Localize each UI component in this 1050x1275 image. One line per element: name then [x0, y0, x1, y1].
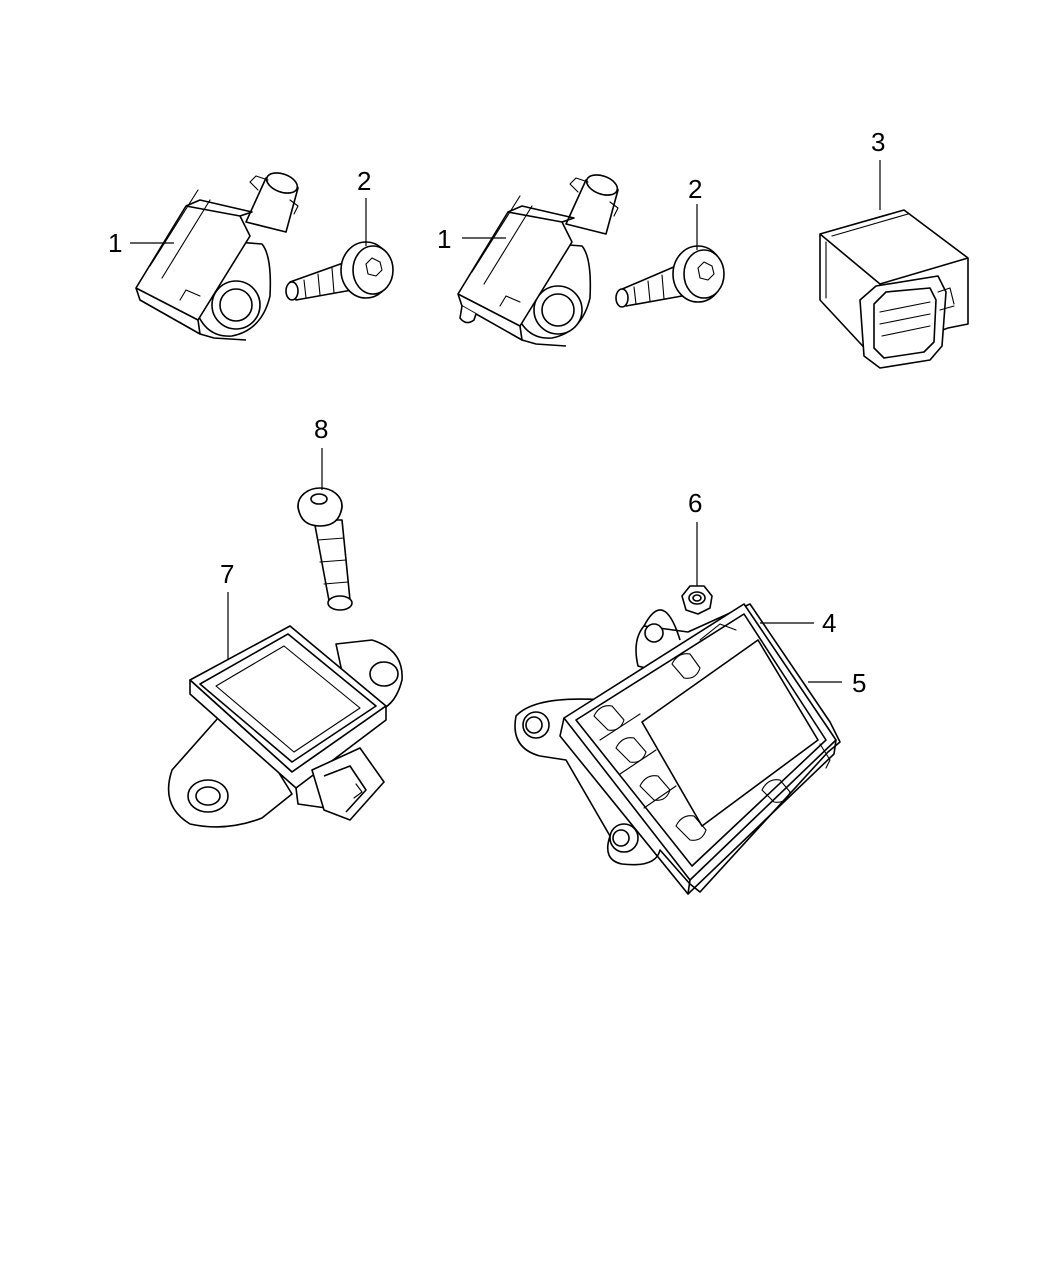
leader-lines	[130, 160, 881, 683]
nut-6	[681, 585, 713, 615]
callout-4: 4	[822, 608, 836, 638]
callout-3: 3	[871, 127, 885, 157]
sensor-module-7	[167, 625, 403, 828]
callout-7: 7	[220, 559, 234, 589]
bolt-middle	[615, 245, 725, 308]
callout-1-middle: 1	[437, 224, 451, 254]
callout-2-middle: 2	[688, 174, 702, 204]
impact-sensor-middle	[457, 174, 619, 347]
callout-5: 5	[852, 668, 866, 698]
connector	[819, 209, 969, 369]
control-module	[514, 603, 841, 895]
callout-8: 8	[314, 414, 328, 444]
callout-1-left: 1	[108, 228, 122, 258]
impact-sensor-left	[135, 172, 299, 341]
bolt-8	[297, 487, 353, 611]
bolt-left	[285, 241, 394, 301]
callout-2-left: 2	[357, 166, 371, 196]
callouts: 1 2 1 2 3 8 7 6 4 5	[108, 127, 885, 698]
callout-6: 6	[688, 488, 702, 518]
